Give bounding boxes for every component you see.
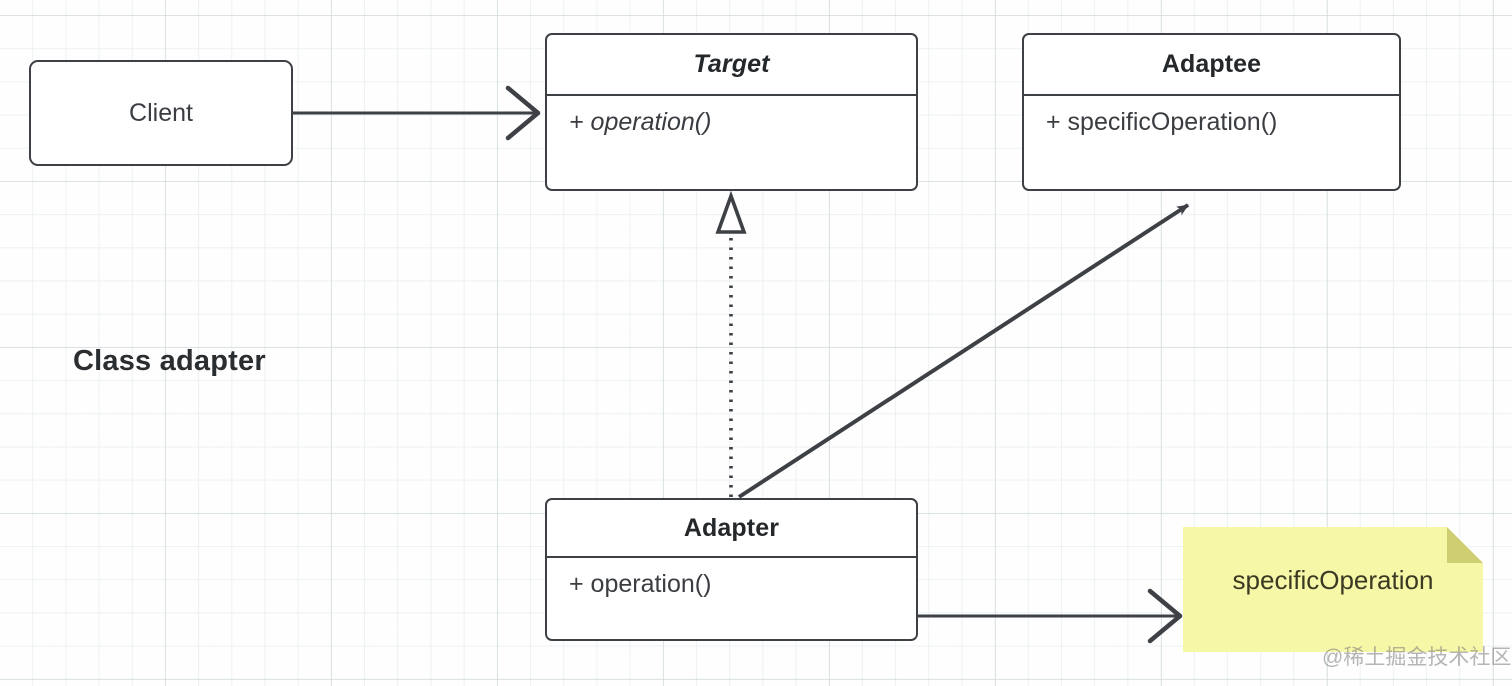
node-target-member: + operation() bbox=[569, 108, 712, 136]
node-adapter[interactable]: Adapter + operation() bbox=[545, 498, 918, 641]
node-target-title: Target bbox=[547, 35, 916, 96]
node-adapter-member: + operation() bbox=[569, 570, 712, 598]
node-adaptee-member: + specificOperation() bbox=[1046, 108, 1278, 136]
edge-client-to-target bbox=[292, 85, 541, 141]
node-client[interactable]: Client bbox=[29, 60, 293, 166]
note-specific-operation[interactable]: specificOperation bbox=[1183, 527, 1483, 652]
note-fold-corner-icon bbox=[1447, 527, 1483, 563]
node-adaptee-title: Adaptee bbox=[1024, 35, 1399, 96]
node-adapter-title: Adapter bbox=[547, 500, 916, 558]
node-client-label: Client bbox=[129, 98, 193, 127]
diagram-caption: Class adapter bbox=[73, 345, 266, 377]
node-adaptee[interactable]: Adaptee + specificOperation() bbox=[1022, 33, 1401, 191]
edge-adapter-to-adaptee bbox=[737, 203, 1190, 499]
node-target[interactable]: Target + operation() bbox=[545, 33, 918, 191]
edge-adapter-realizes-target bbox=[715, 190, 747, 497]
edge-adapter-to-note bbox=[917, 588, 1183, 644]
watermark: @稀土掘金技术社区 bbox=[1322, 646, 1512, 669]
note-text: specificOperation bbox=[1232, 565, 1434, 595]
note-background bbox=[1183, 527, 1483, 652]
